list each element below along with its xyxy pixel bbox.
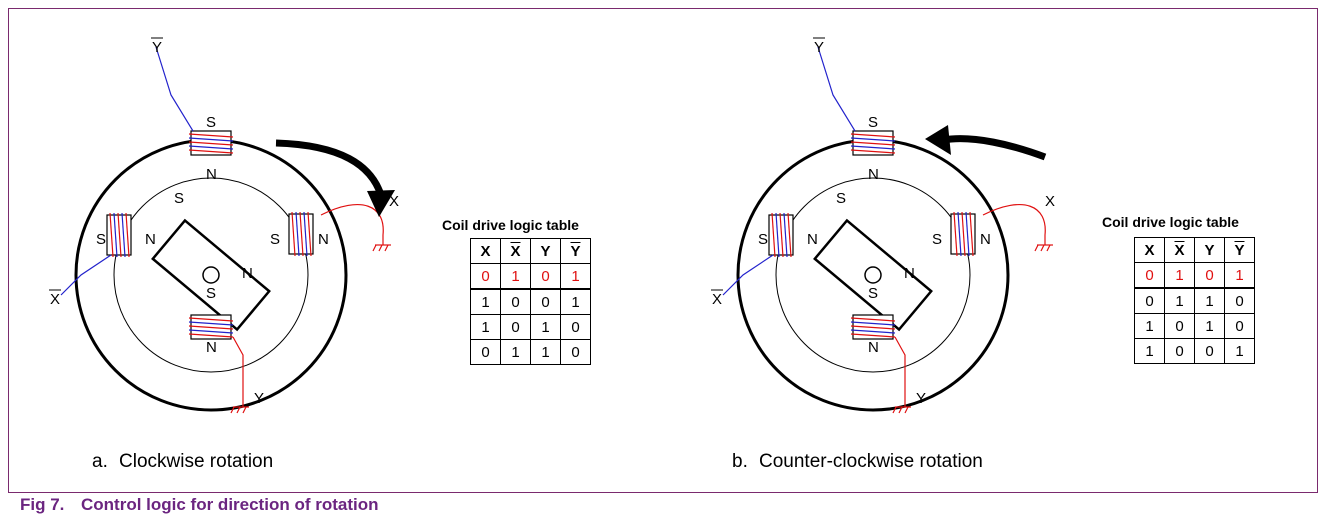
table-cell: 1: [1164, 262, 1195, 289]
motor-a: [60, 46, 395, 414]
caption-b: b. Counter-clockwise rotation: [732, 451, 983, 473]
table-cell: 1: [1194, 313, 1225, 339]
table-cell: 0: [500, 288, 531, 315]
label-s-rotor-b: S: [836, 190, 846, 207]
label-n-top-a: N: [206, 166, 217, 183]
table-cell: 0: [1224, 313, 1255, 339]
table-cell: 1: [560, 288, 591, 315]
label-n-right-b: N: [980, 231, 991, 248]
table-cell: 0: [560, 314, 591, 340]
label-n-top-b: N: [868, 166, 879, 183]
table-cell: 0: [500, 314, 531, 340]
table-cell: 1: [470, 314, 501, 340]
motor-b: [722, 46, 1054, 414]
table-cell: 0: [1134, 287, 1165, 314]
figure-title: Control logic for direction of rotation: [81, 495, 379, 514]
label-s-bottom-a: S: [206, 285, 216, 302]
table-header-cell: X: [1134, 237, 1165, 263]
label-s-rotor-a: S: [174, 190, 184, 207]
label-s-bottom-b: S: [868, 285, 878, 302]
table-title-a: Coil drive logic table: [442, 217, 579, 233]
label-n-right-a: N: [318, 231, 329, 248]
label-y-a: Y: [254, 390, 264, 407]
table-header-cell: Y: [560, 238, 591, 264]
table-cell: 1: [1164, 287, 1195, 314]
table-cell: 0: [560, 339, 591, 365]
label-n-bottom-a: N: [206, 339, 217, 356]
label-s-left-b: S: [758, 231, 768, 248]
table-cell: 1: [530, 339, 561, 365]
table-cell: 0: [1164, 313, 1195, 339]
table-header-cell: Y: [1224, 237, 1255, 263]
label-n-rotor-b: N: [904, 265, 915, 282]
label-s-right-a: S: [270, 231, 280, 248]
figure-caption: Fig 7. Control logic for direction of rot…: [20, 495, 378, 515]
label-n-rotor-a: N: [242, 265, 253, 282]
table-header-cell: Y: [530, 238, 561, 264]
label-ybar-a: Y: [152, 39, 162, 56]
table-cell: 0: [530, 263, 561, 290]
label-ybar-b: Y: [814, 39, 824, 56]
caption-text-a: Clockwise rotation: [119, 451, 274, 472]
label-x-a: X: [389, 193, 399, 210]
table-cell: 0: [1194, 262, 1225, 289]
label-n-bottom-b: N: [868, 339, 879, 356]
caption-text-b: Counter-clockwise rotation: [759, 451, 983, 472]
table-cell: 1: [1224, 338, 1255, 364]
table-cell: 1: [1194, 287, 1225, 314]
label-s-top-b: S: [868, 114, 878, 131]
table-cell: 0: [470, 339, 501, 365]
label-xbar-a: X: [50, 291, 60, 308]
figure-frame: [8, 8, 1318, 493]
table-cell: 0: [530, 288, 561, 315]
table-cell: 1: [500, 263, 531, 290]
table-cell: 1: [1134, 338, 1165, 364]
table-cell: 0: [1224, 287, 1255, 314]
table-cell: 1: [530, 314, 561, 340]
caption-a: a. Clockwise rotation: [92, 451, 273, 473]
label-s-right-b: S: [932, 231, 942, 248]
figure-number: Fig 7.: [20, 495, 65, 514]
table-cell: 0: [1194, 338, 1225, 364]
table-cell: 1: [1224, 262, 1255, 289]
table-cell: 1: [1134, 313, 1165, 339]
table-cell: 0: [1164, 338, 1195, 364]
table-header-cell: Y: [1194, 237, 1225, 263]
label-x-b: X: [1045, 193, 1055, 210]
table-cell: 1: [500, 339, 531, 365]
table-header-cell: X: [1164, 237, 1195, 263]
label-s-top-a: S: [206, 114, 216, 131]
label-n-left-b: N: [807, 231, 818, 248]
label-y-b: Y: [916, 390, 926, 407]
table-header-cell: X: [470, 238, 501, 264]
table-cell: 0: [1134, 262, 1165, 289]
table-cell: 1: [560, 263, 591, 290]
label-xbar-b: X: [712, 291, 722, 308]
table-title-b: Coil drive logic table: [1102, 214, 1239, 230]
table-header-cell: X: [500, 238, 531, 264]
label-n-left-a: N: [145, 231, 156, 248]
table-cell: 1: [470, 288, 501, 315]
caption-letter-b: b.: [732, 451, 748, 472]
caption-letter-a: a.: [92, 451, 108, 472]
label-s-left-a: S: [96, 231, 106, 248]
table-cell: 0: [470, 263, 501, 290]
